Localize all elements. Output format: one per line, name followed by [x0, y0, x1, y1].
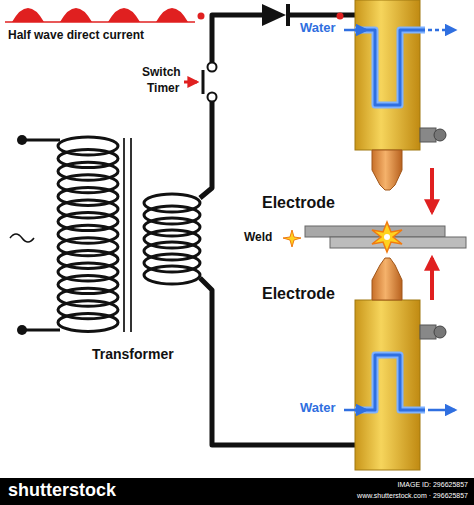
- watermark-url: www.shutterstock.com · 296625857: [357, 492, 468, 500]
- transformer-coils: [58, 137, 200, 331]
- transformer-core: [130, 138, 132, 332]
- wire-secondary-switch: [200, 101, 212, 198]
- ac-symbol: [10, 234, 34, 242]
- image-id: IMAGE ID: 296625857: [398, 481, 468, 489]
- weld-core: [384, 234, 390, 240]
- upper-electrode: [372, 150, 402, 190]
- terminal: [17, 325, 27, 335]
- wire-primary: [22, 140, 60, 330]
- wire-diode-holder: [290, 13, 355, 18]
- transformer-core: [123, 138, 125, 332]
- switch-symbol: [184, 63, 217, 102]
- signal-caption: Half wave direct current: [8, 29, 144, 43]
- terminal: [17, 135, 27, 145]
- lower-electrode-holder: [355, 258, 446, 470]
- water-label: Water: [300, 401, 336, 416]
- water-channel: [355, 30, 425, 105]
- primary-winding: [58, 313, 118, 331]
- diode-symbol: [262, 4, 288, 26]
- timer-label: Timer: [147, 82, 179, 96]
- electrode-label: Electrode: [262, 194, 335, 212]
- water-channel: [355, 355, 425, 410]
- secondary-winding: [144, 266, 200, 284]
- water-arrow: [344, 29, 366, 32]
- water-arrow: [428, 409, 455, 412]
- switch-label: Switch: [142, 66, 181, 80]
- weld-spark: [372, 222, 402, 252]
- force-arrow: [430, 258, 434, 300]
- signal-humps: [12, 8, 188, 22]
- current-dot: [337, 13, 344, 20]
- footer-bar: [0, 478, 474, 505]
- electrode-label: Electrode: [262, 285, 335, 303]
- weld-label: Weld: [244, 231, 272, 245]
- force-arrow: [430, 168, 434, 212]
- wire-top: [212, 15, 262, 64]
- water-arrow: [428, 29, 455, 32]
- wire-bottom: [200, 278, 355, 445]
- signal-dot: [198, 13, 205, 20]
- water-arrow: [344, 409, 366, 412]
- weld-spark-icon: [283, 230, 301, 247]
- upper-electrode-holder: [355, 0, 446, 190]
- half-wave-signal: [5, 8, 205, 22]
- water-label: Water: [300, 21, 336, 36]
- watermark-logo: shutterstock: [8, 480, 116, 501]
- transformer-label: Transformer: [92, 346, 174, 362]
- lower-electrode: [372, 258, 402, 300]
